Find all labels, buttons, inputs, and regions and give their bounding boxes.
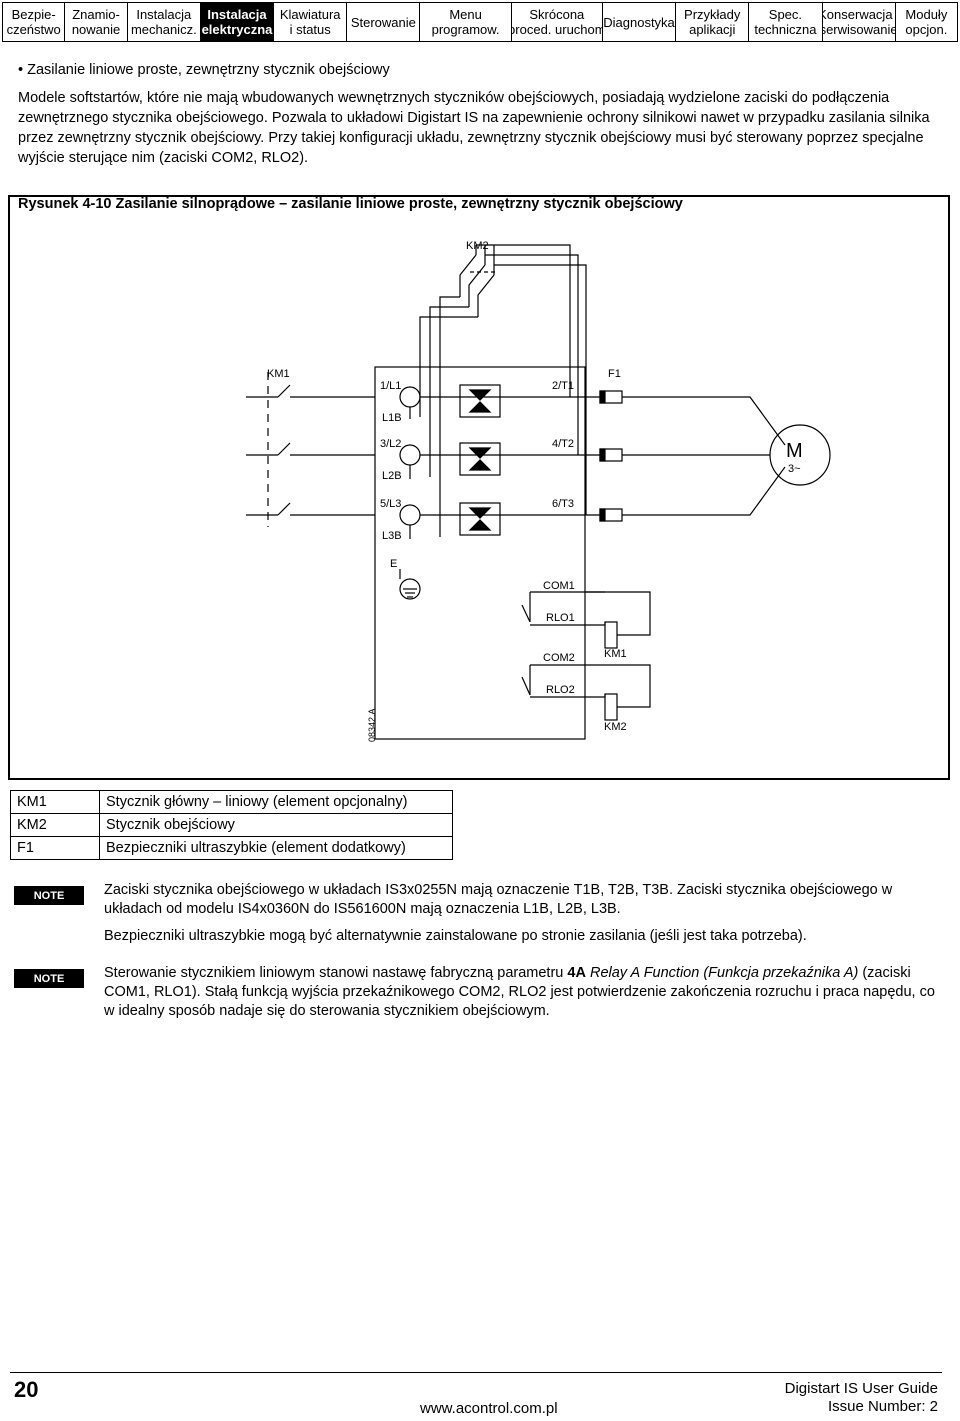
table-row: KM1 Stycznik główny – liniowy (element o… xyxy=(10,790,453,814)
tab-sterowanie[interactable]: Sterowanie xyxy=(346,3,419,41)
label-1l1: 1/L1 xyxy=(380,380,401,392)
guide-title: Digistart IS User Guide xyxy=(784,1380,938,1397)
tab-specyfikacja[interactable]: Spec.techniczna xyxy=(748,3,821,41)
website-link[interactable]: www.acontrol.com.pl xyxy=(420,1400,558,1417)
note-1: Zaciski stycznika obejściowego w układac… xyxy=(104,881,944,954)
label-5l3: 5/L3 xyxy=(380,498,401,510)
label-l3b: L3B xyxy=(382,530,402,542)
legend-desc: Stycznik główny – liniowy (element opcjo… xyxy=(99,790,453,814)
note-1-paragraph-1: Zaciski stycznika obejściowego w układac… xyxy=(104,882,893,917)
wiring-diagram: KM2 KM1 F1 1/L1 3/L2 5/L3 L1B L2B L3B 2/… xyxy=(8,195,950,780)
label-rlo2: RLO2 xyxy=(546,684,575,696)
label-motor: M xyxy=(786,440,803,462)
footer-divider xyxy=(10,1372,942,1373)
table-row: F1 Bezpieczniki ultraszybkie (element do… xyxy=(10,836,453,860)
note-badge: NOTE xyxy=(14,886,84,905)
legend-desc: Bezpieczniki ultraszybkie (element dodat… xyxy=(99,836,453,860)
figure-title: Rysunek 4-10 Zasilanie silnoprądowe – za… xyxy=(18,196,683,212)
table-row: KM2 Stycznik obejściowy xyxy=(10,813,453,837)
top-nav: Bezpie-czeństwo Znamio-nowanie Instalacj… xyxy=(2,2,958,42)
tab-diagnostyka[interactable]: Diagnostyka xyxy=(601,3,675,41)
note-1-paragraph-2: Bezpieczniki ultraszybkie mogą być alter… xyxy=(104,928,807,944)
legend-code: KM1 xyxy=(10,790,100,814)
label-earth: E xyxy=(390,558,397,570)
page-number: 20 xyxy=(14,1377,39,1402)
section-heading: • Zasilanie liniowe proste, zewnętrzny s… xyxy=(18,62,390,78)
label-km1: KM1 xyxy=(267,368,290,380)
legend-code: KM2 xyxy=(10,813,100,837)
label-f1: F1 xyxy=(608,368,621,380)
label-com1: COM1 xyxy=(543,580,575,592)
label-6t3: 6/T3 xyxy=(552,498,574,510)
wiring-diagram-svg: KM2 KM1 F1 1/L1 3/L2 5/L3 L1B L2B L3B 2/… xyxy=(246,240,831,742)
issue-number: Issue Number: 2 xyxy=(827,1398,938,1415)
label-3l2: 3/L2 xyxy=(380,438,401,450)
label-2t1: 2/T1 xyxy=(552,380,574,392)
intro-paragraph: Modele softstartów, które nie mają wbudo… xyxy=(18,90,930,166)
parameter-name: Relay A Function (Funkcja przekaźnika A) xyxy=(589,965,859,981)
note-2: Sterowanie stycznikiem liniowym stanowi … xyxy=(104,965,935,1019)
label-coil-km1: KM1 xyxy=(604,648,627,660)
label-4t2: 4/T2 xyxy=(552,438,574,450)
legend-code: F1 xyxy=(10,836,100,860)
legend-table: KM1 Stycznik główny – liniowy (element o… xyxy=(10,790,453,860)
label-l1b: L1B xyxy=(382,412,402,424)
tab-znamionowanie[interactable]: Znamio-nowanie xyxy=(64,3,126,41)
parameter-code: 4A xyxy=(567,965,586,981)
label-rlo1: RLO1 xyxy=(546,612,575,624)
legend-desc: Stycznik obejściowy xyxy=(99,813,453,837)
tab-bezpieczenstwo[interactable]: Bezpie-czeństwo xyxy=(6,7,61,37)
label-km2-top: KM2 xyxy=(466,240,489,252)
note-badge: NOTE xyxy=(14,969,84,988)
label-coil-km2: KM2 xyxy=(604,721,627,733)
guide-info: Digistart IS User Guide Issue Number: 2 xyxy=(785,1380,938,1416)
label-l2b: L2B xyxy=(382,470,402,482)
label-drawing-number: 08342.A xyxy=(367,708,377,742)
label-com2: COM2 xyxy=(543,652,575,664)
label-motor-phase: 3~ xyxy=(788,463,801,475)
